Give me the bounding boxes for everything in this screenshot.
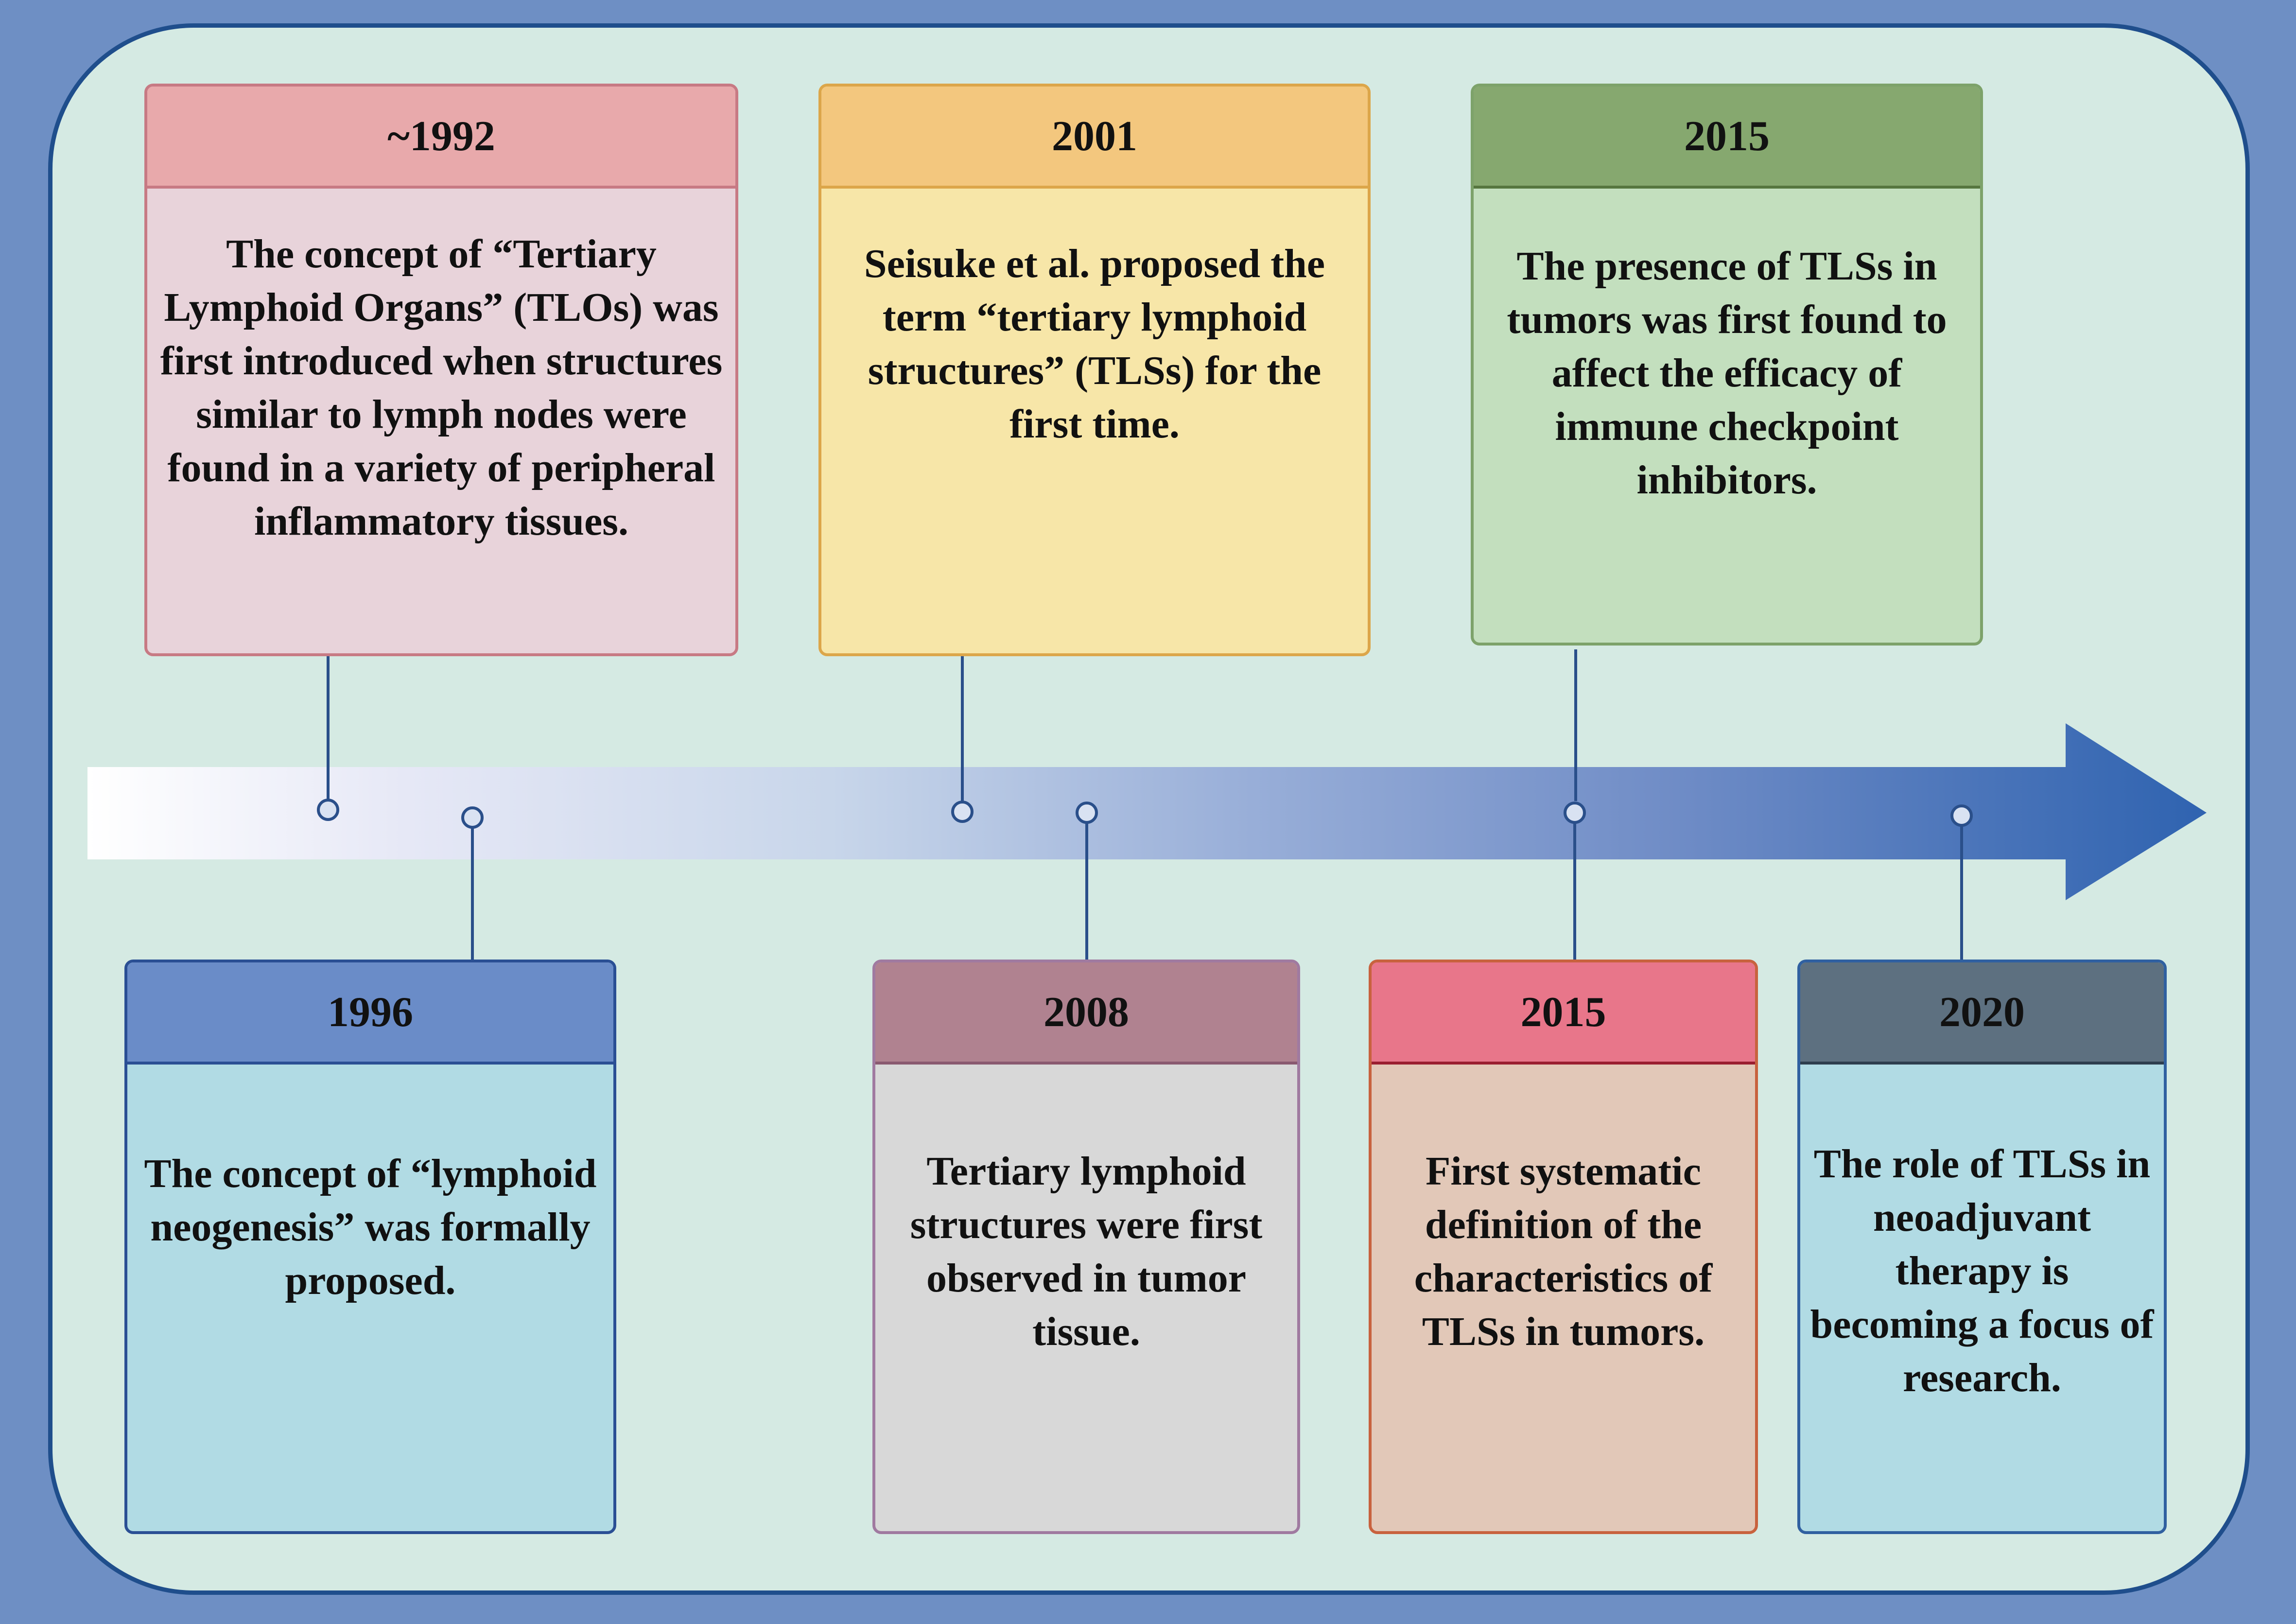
event-year: 1996 xyxy=(127,962,613,1065)
event-description: Tertiary lymphoid structures were first … xyxy=(910,1149,1263,1354)
marker-2001 xyxy=(951,801,974,823)
event-card-1996: 1996 The concept of “lymphoid neogenesis… xyxy=(124,960,616,1534)
timeline-arrow xyxy=(87,723,2207,900)
event-year: 2008 xyxy=(875,962,1297,1065)
marker-2008 xyxy=(1076,802,1098,824)
event-year: 2015 xyxy=(1372,962,1755,1065)
marker-2015a xyxy=(1564,802,1586,824)
event-year: 2001 xyxy=(821,87,1368,189)
event-year: 2020 xyxy=(1800,962,2164,1065)
event-description: The concept of “Tertiary Lymphoid Organs… xyxy=(160,231,723,544)
event-card-2020: 2020 The role of TLSs in neoadjuvant the… xyxy=(1797,960,2167,1534)
event-card-2008: 2008 Tertiary lymphoid structures were f… xyxy=(872,960,1300,1534)
event-description: Seisuke et al. proposed the term “tertia… xyxy=(864,241,1325,447)
event-description: The presence of TLSs in tumors was first… xyxy=(1507,244,1947,503)
event-year: 2015 xyxy=(1474,87,1980,189)
event-description: The concept of “lymphoid neogenesis” was… xyxy=(144,1151,597,1303)
event-card-2015-checkpoint: 2015 The presence of TLSs in tumors was … xyxy=(1471,84,1983,646)
marker-1992 xyxy=(317,799,339,821)
event-description: First systematic definition of the chara… xyxy=(1414,1149,1713,1354)
marker-1996 xyxy=(461,806,484,829)
event-description: The role of TLSs in neoadjuvant therapy … xyxy=(1810,1141,2154,1400)
marker-2020 xyxy=(1950,804,1973,827)
event-card-2015-definition: 2015 First systematic definition of the … xyxy=(1369,960,1758,1534)
event-card-2001: 2001 Seisuke et al. proposed the term “t… xyxy=(818,84,1371,656)
event-year: ~1992 xyxy=(147,87,735,189)
event-card-1992: ~1992 The concept of “Tertiary Lymphoid … xyxy=(144,84,738,656)
